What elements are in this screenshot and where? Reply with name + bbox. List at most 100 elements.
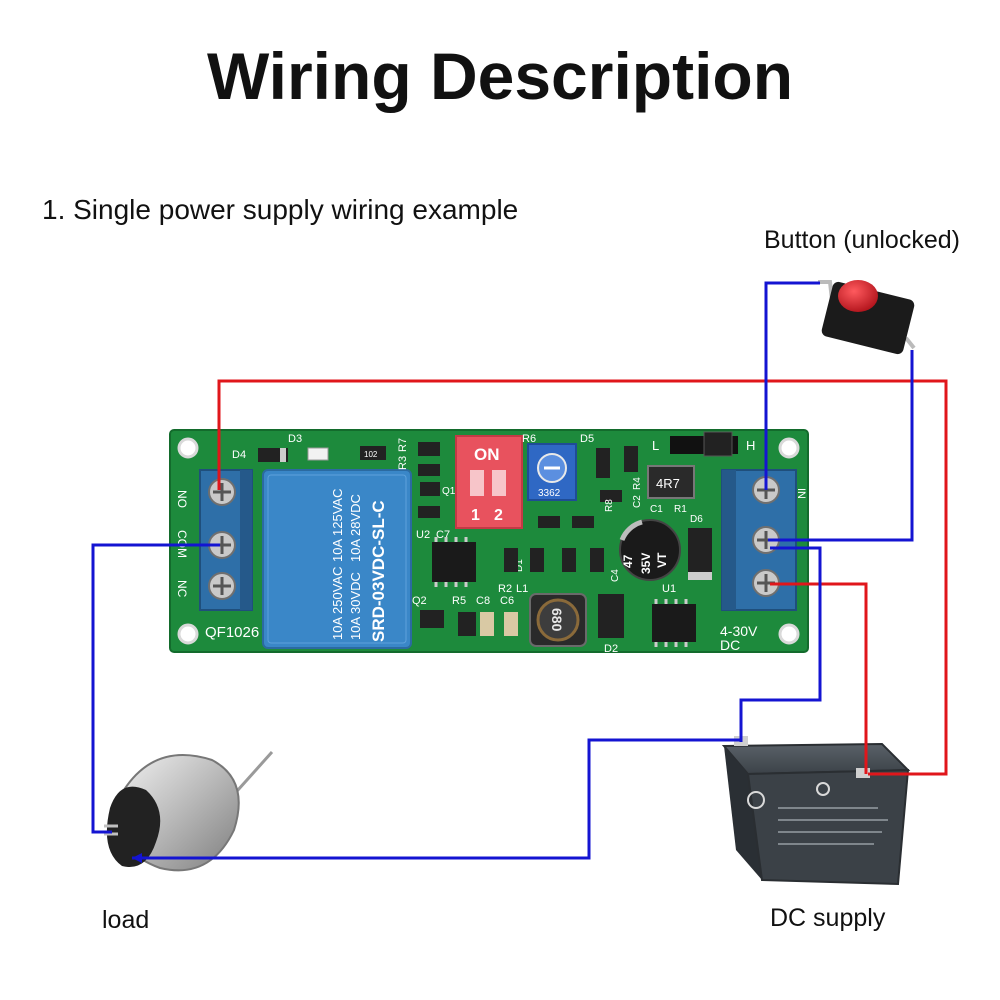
label-r6: R6 <box>522 433 536 445</box>
brand-logo-icon <box>816 782 830 796</box>
board-model: QF1026 <box>205 624 259 641</box>
label-c2: C2 <box>632 495 643 508</box>
input-range-label: 4-30V <box>720 623 758 639</box>
smd-part <box>562 548 576 572</box>
mount-hole <box>778 623 800 645</box>
mount-hole <box>778 437 800 459</box>
label-q1: Q1 <box>442 486 456 497</box>
cap-value: 47 <box>621 554 635 568</box>
wire-load-to-battery-negative <box>132 738 741 860</box>
wire-com-to-load <box>91 543 220 834</box>
dip-on-label: ON <box>474 445 500 464</box>
diode-d5 <box>596 448 610 478</box>
relay: 10A 250VAC 10A 30VDC SRD-03VDC-SL-C 10A … <box>262 469 412 649</box>
battery-terminal-positive[interactable] <box>856 768 870 778</box>
label-c8: C8 <box>476 595 490 607</box>
dc-supply-label: DC supply <box>770 904 886 932</box>
inductor-l1: 680 <box>529 593 587 647</box>
relay-rating-ac-1: 10A 125VAC <box>330 489 345 562</box>
cap-series: VT <box>655 552 669 568</box>
smd-marking-102: 102 <box>364 450 378 459</box>
jumper-cap[interactable] <box>703 431 733 457</box>
button-cap[interactable] <box>838 280 878 312</box>
relay-rating-dc-1: 10A 28VDC <box>348 494 363 562</box>
label-r5: R5 <box>452 595 466 607</box>
wire-arrow <box>132 853 142 863</box>
dip-switch[interactable]: ON 1 2 <box>455 435 523 529</box>
electrolytic-capacitor: 47 35V VT <box>619 519 681 581</box>
label-r1: R1 <box>674 504 687 515</box>
load-label: load <box>102 906 150 934</box>
wires <box>91 281 948 863</box>
label-c7: C7 <box>436 529 450 541</box>
inductor-4r7 <box>647 465 695 499</box>
label-r8: R8 <box>604 499 615 512</box>
smd-part <box>538 516 560 528</box>
dc-motor <box>104 750 274 872</box>
dip-toggle-1[interactable] <box>470 470 484 496</box>
led-d3 <box>307 447 329 461</box>
push-button[interactable] <box>818 280 916 355</box>
button-label: Button (unlocked) <box>764 226 960 254</box>
transistor-q1 <box>420 482 440 496</box>
motor-endcap <box>106 786 161 867</box>
capacitor-c6 <box>504 612 518 636</box>
smd-part <box>418 464 440 476</box>
potentiometer-r6[interactable]: 3362 <box>527 443 577 501</box>
label-d5: D5 <box>580 433 594 445</box>
wire-vcc-to-battery-positive <box>770 582 868 774</box>
label-r7: R7 <box>397 438 409 452</box>
label-c4: C4 <box>610 569 621 582</box>
page-title: Wiring Description <box>206 39 794 113</box>
label-u1: U1 <box>662 583 676 595</box>
output-terminal-block <box>199 469 253 611</box>
label-c6: C6 <box>500 595 514 607</box>
label-d6: D6 <box>690 514 703 525</box>
relay-module-board: NO COM NC QF1026 10A 250VAC 10A 30VDC SR… <box>169 429 809 655</box>
smd-part <box>624 446 638 472</box>
mount-hole <box>177 623 199 645</box>
ic-u1 <box>652 604 696 642</box>
label-r3: R3 <box>397 456 409 470</box>
mount-hole <box>177 437 199 459</box>
jumper-label-l: L <box>652 438 659 453</box>
resistor-r5 <box>458 612 476 636</box>
button-pin-right <box>904 336 916 350</box>
diode-d1 <box>530 548 544 572</box>
inductor-marking: 680 <box>549 608 565 632</box>
pot-marking: 3362 <box>538 488 561 499</box>
smd-part <box>418 506 440 518</box>
label-r4: R4 <box>632 477 643 490</box>
label-q2: Q2 <box>412 595 427 607</box>
wire-button-to-gnd <box>768 350 914 542</box>
section-heading: 1. Single power supply wiring example <box>42 194 519 225</box>
smd-part <box>590 548 604 572</box>
wire-button-to-in <box>764 281 820 490</box>
label-d2: D2 <box>604 643 618 655</box>
label-d4: D4 <box>232 449 246 461</box>
input-type-label: DC <box>720 637 740 653</box>
transistor-q2 <box>420 610 444 628</box>
relay-model: SRD-03VDC-SL-C <box>369 500 388 642</box>
ic-u2 <box>432 542 476 582</box>
dip-position-1: 1 <box>471 507 480 524</box>
relay-rating-dc-2: 10A 30VDC <box>348 572 363 640</box>
label-d3: D3 <box>288 433 302 445</box>
relay-rating-ac-2: 10A 250VAC <box>330 567 345 640</box>
dip-position-2: 2 <box>494 507 503 524</box>
terminal-label-nc: NC <box>175 580 189 598</box>
label-c1: C1 <box>650 504 663 515</box>
terminal-label-no: NO <box>175 490 189 508</box>
jumper-label-h: H <box>746 438 755 453</box>
diode-d2 <box>598 594 624 638</box>
battery-fine-print <box>778 807 888 845</box>
smd-part <box>572 516 594 528</box>
cap-voltage: 35V <box>639 553 653 574</box>
battery <box>721 736 911 886</box>
recycle-icon <box>747 791 765 809</box>
capacitor-c8 <box>480 612 494 636</box>
wire-no-to-battery-positive <box>217 379 948 776</box>
wire-gnd-to-battery-negative <box>739 546 822 742</box>
dip-toggle-2[interactable] <box>492 470 506 496</box>
